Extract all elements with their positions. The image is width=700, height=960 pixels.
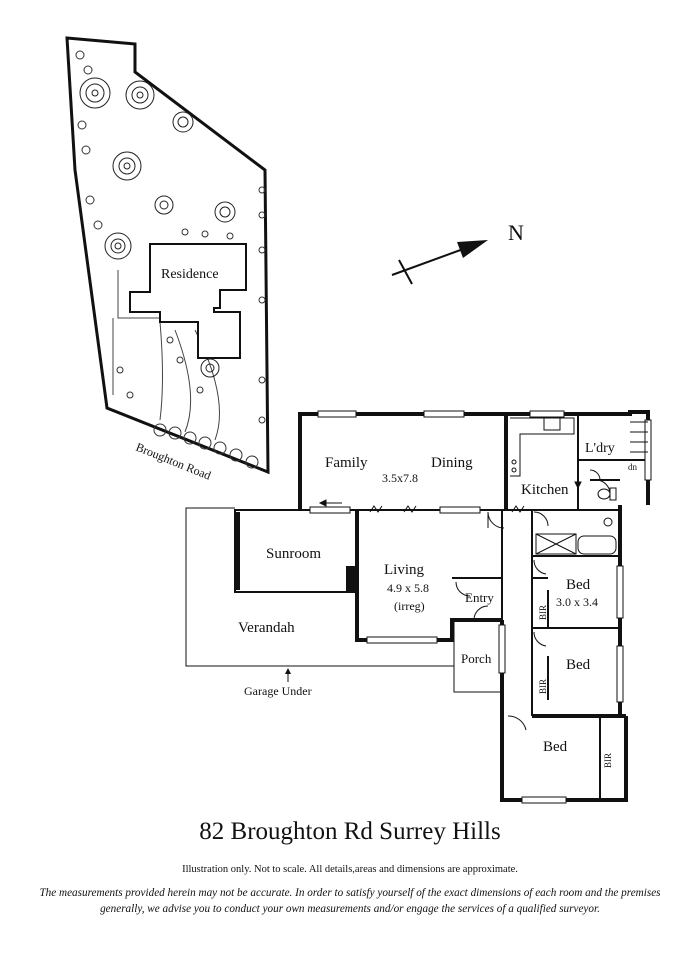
- bed1-label: Bed: [566, 577, 591, 593]
- tree-icon: [112, 151, 142, 181]
- sunroom-label: Sunroom: [266, 546, 321, 562]
- tree-icon: [200, 358, 220, 378]
- sliding-doors: [309, 499, 525, 514]
- living-label: Living: [384, 562, 424, 578]
- floor-plan-drawing: Residence Broughton Road: [65, 36, 652, 804]
- family-label: Family: [325, 455, 368, 471]
- tree-icon: [104, 232, 132, 260]
- dining-label: Dining: [431, 455, 473, 471]
- site-plan: Residence Broughton Road: [65, 36, 270, 483]
- disclaimer: The measurements provided herein may not…: [39, 887, 661, 915]
- entry-label: Entry: [465, 590, 494, 605]
- living-note: (irreg): [394, 599, 425, 613]
- windows: [317, 410, 652, 804]
- bir-label-1: BIR: [538, 605, 548, 620]
- tree-icon: [125, 80, 155, 110]
- bathroom-fixtures: [535, 487, 617, 555]
- garage-label: Garage Under: [244, 684, 312, 698]
- house-floor-plan: Family Dining 3.5x7.8 Kitchen L'dry dn S…: [185, 410, 652, 804]
- residence-footprint: [129, 243, 247, 359]
- bed3-label: Bed: [543, 739, 568, 755]
- porch-label: Porch: [461, 651, 492, 666]
- room-labels: Family Dining 3.5x7.8 Kitchen L'dry dn S…: [238, 441, 638, 768]
- bir-label-3: BIR: [603, 753, 613, 768]
- bed2-label: Bed: [566, 657, 591, 673]
- north-label: N: [508, 220, 524, 245]
- tree-icon: [154, 195, 174, 215]
- scale-note: Illustration only. Not to scale. All det…: [182, 864, 518, 875]
- tree-icons: [79, 77, 236, 378]
- laundry-label: L'dry: [585, 441, 615, 456]
- stairs-down-label: dn: [628, 462, 638, 472]
- north-arrow: N: [391, 220, 524, 285]
- tree-icon: [172, 111, 194, 133]
- stairs: [630, 421, 648, 453]
- tree-icon: [214, 201, 236, 223]
- living-size: 4.9 x 5.8: [387, 581, 429, 595]
- residence-label: Residence: [161, 267, 219, 282]
- garage-arrow: [285, 668, 291, 682]
- kitchen-label: Kitchen: [521, 482, 569, 498]
- bir-label-2: BIR: [538, 679, 548, 694]
- bed1-size: 3.0 x 3.4: [556, 595, 598, 609]
- shrub-icons: [75, 50, 266, 469]
- property-title: 82 Broughton Rd Surrey Hills: [199, 818, 501, 845]
- door-swings: [455, 469, 611, 731]
- kitchen-joinery: [510, 417, 582, 490]
- family-dining-size: 3.5x7.8: [382, 471, 418, 485]
- tree-icon: [79, 77, 111, 109]
- verandah-outline: [185, 507, 454, 667]
- verandah-label: Verandah: [238, 620, 295, 636]
